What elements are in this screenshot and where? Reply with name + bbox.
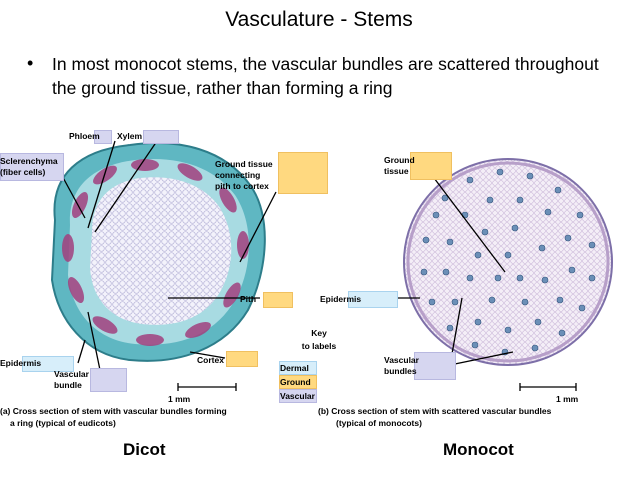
epidermis-label-box xyxy=(22,356,74,372)
dicot-caption-line1: (a) Cross section of stem with vascular … xyxy=(0,406,227,416)
cortex-label-box xyxy=(226,351,258,367)
ground-tissue-label-line3: pith to cortex xyxy=(215,181,269,191)
monocot-caption-line2: (typical of monocots) xyxy=(336,418,422,428)
slide-title: Vasculature - Stems xyxy=(225,8,413,31)
monocot-vascular-bundles-label-box xyxy=(414,352,456,380)
key-ground-label: Ground xyxy=(280,377,311,387)
pith-label: Pith xyxy=(240,294,257,304)
key-title-line1: Key xyxy=(311,328,327,338)
phloem-label: Phloem xyxy=(69,131,100,141)
vascular-bundle-label-box xyxy=(90,368,127,392)
monocot-stem-section xyxy=(403,158,613,366)
monocot-name: Monocot xyxy=(443,440,514,459)
ground-tissue-label-line2: connecting xyxy=(215,170,261,180)
monocot-caption-line1: (b) Cross section of stem with scattered… xyxy=(318,406,552,416)
cortex-label: Cortex xyxy=(197,355,224,365)
key-vascular-label: Vascular xyxy=(280,391,315,401)
pith-label-box xyxy=(263,292,293,308)
bullet-text: In most monocot stems, the vascular bund… xyxy=(52,54,599,98)
dicot-caption-line2: a ring (typical of eudicots) xyxy=(10,418,116,428)
xylem-label-box xyxy=(143,130,179,144)
sclerenchyma-label-box xyxy=(0,153,64,181)
monocot-ground-tissue-label-box xyxy=(410,152,452,180)
key-dermal-swatch xyxy=(279,361,317,375)
bullet-marker: • xyxy=(27,53,34,73)
ground-tissue-label-box xyxy=(278,152,328,194)
monocot-ground-tissue-label-line2: tissue xyxy=(384,166,409,176)
monocot-ground-tissue-label-line1: Ground xyxy=(384,155,415,165)
dicot-name: Dicot xyxy=(123,440,166,459)
phloem-label-box xyxy=(94,130,112,144)
monocot-epidermis-label-box xyxy=(348,291,398,308)
dicot-scale-label: 1 mm xyxy=(168,394,191,404)
key-title-line2: to labels xyxy=(301,341,337,351)
key-vascular-swatch xyxy=(279,389,317,403)
monocot-vascular-bundles-label-line2: bundles xyxy=(384,366,417,376)
monocot-scale-label: 1 mm xyxy=(556,394,579,404)
xylem-label: Xylem xyxy=(117,131,143,141)
sclerenchyma-label-line1: Sclerenchyma xyxy=(0,156,58,166)
sclerenchyma-label-line2: (fiber cells) xyxy=(0,167,46,177)
ground-tissue-label-line1: Ground tissue xyxy=(215,159,273,169)
monocot-epidermis-label: Epidermis xyxy=(320,294,362,304)
key-ground-swatch xyxy=(279,375,317,389)
vascular-bundle-label-line2: bundle xyxy=(54,380,82,390)
epidermis-label: Epidermis xyxy=(0,358,42,368)
monocot-vascular-bundles-label-line1: Vascular xyxy=(384,355,419,365)
key-dermal-label: Dermal xyxy=(280,363,309,373)
vascular-bundle-label-line1: Vascular xyxy=(54,369,89,379)
